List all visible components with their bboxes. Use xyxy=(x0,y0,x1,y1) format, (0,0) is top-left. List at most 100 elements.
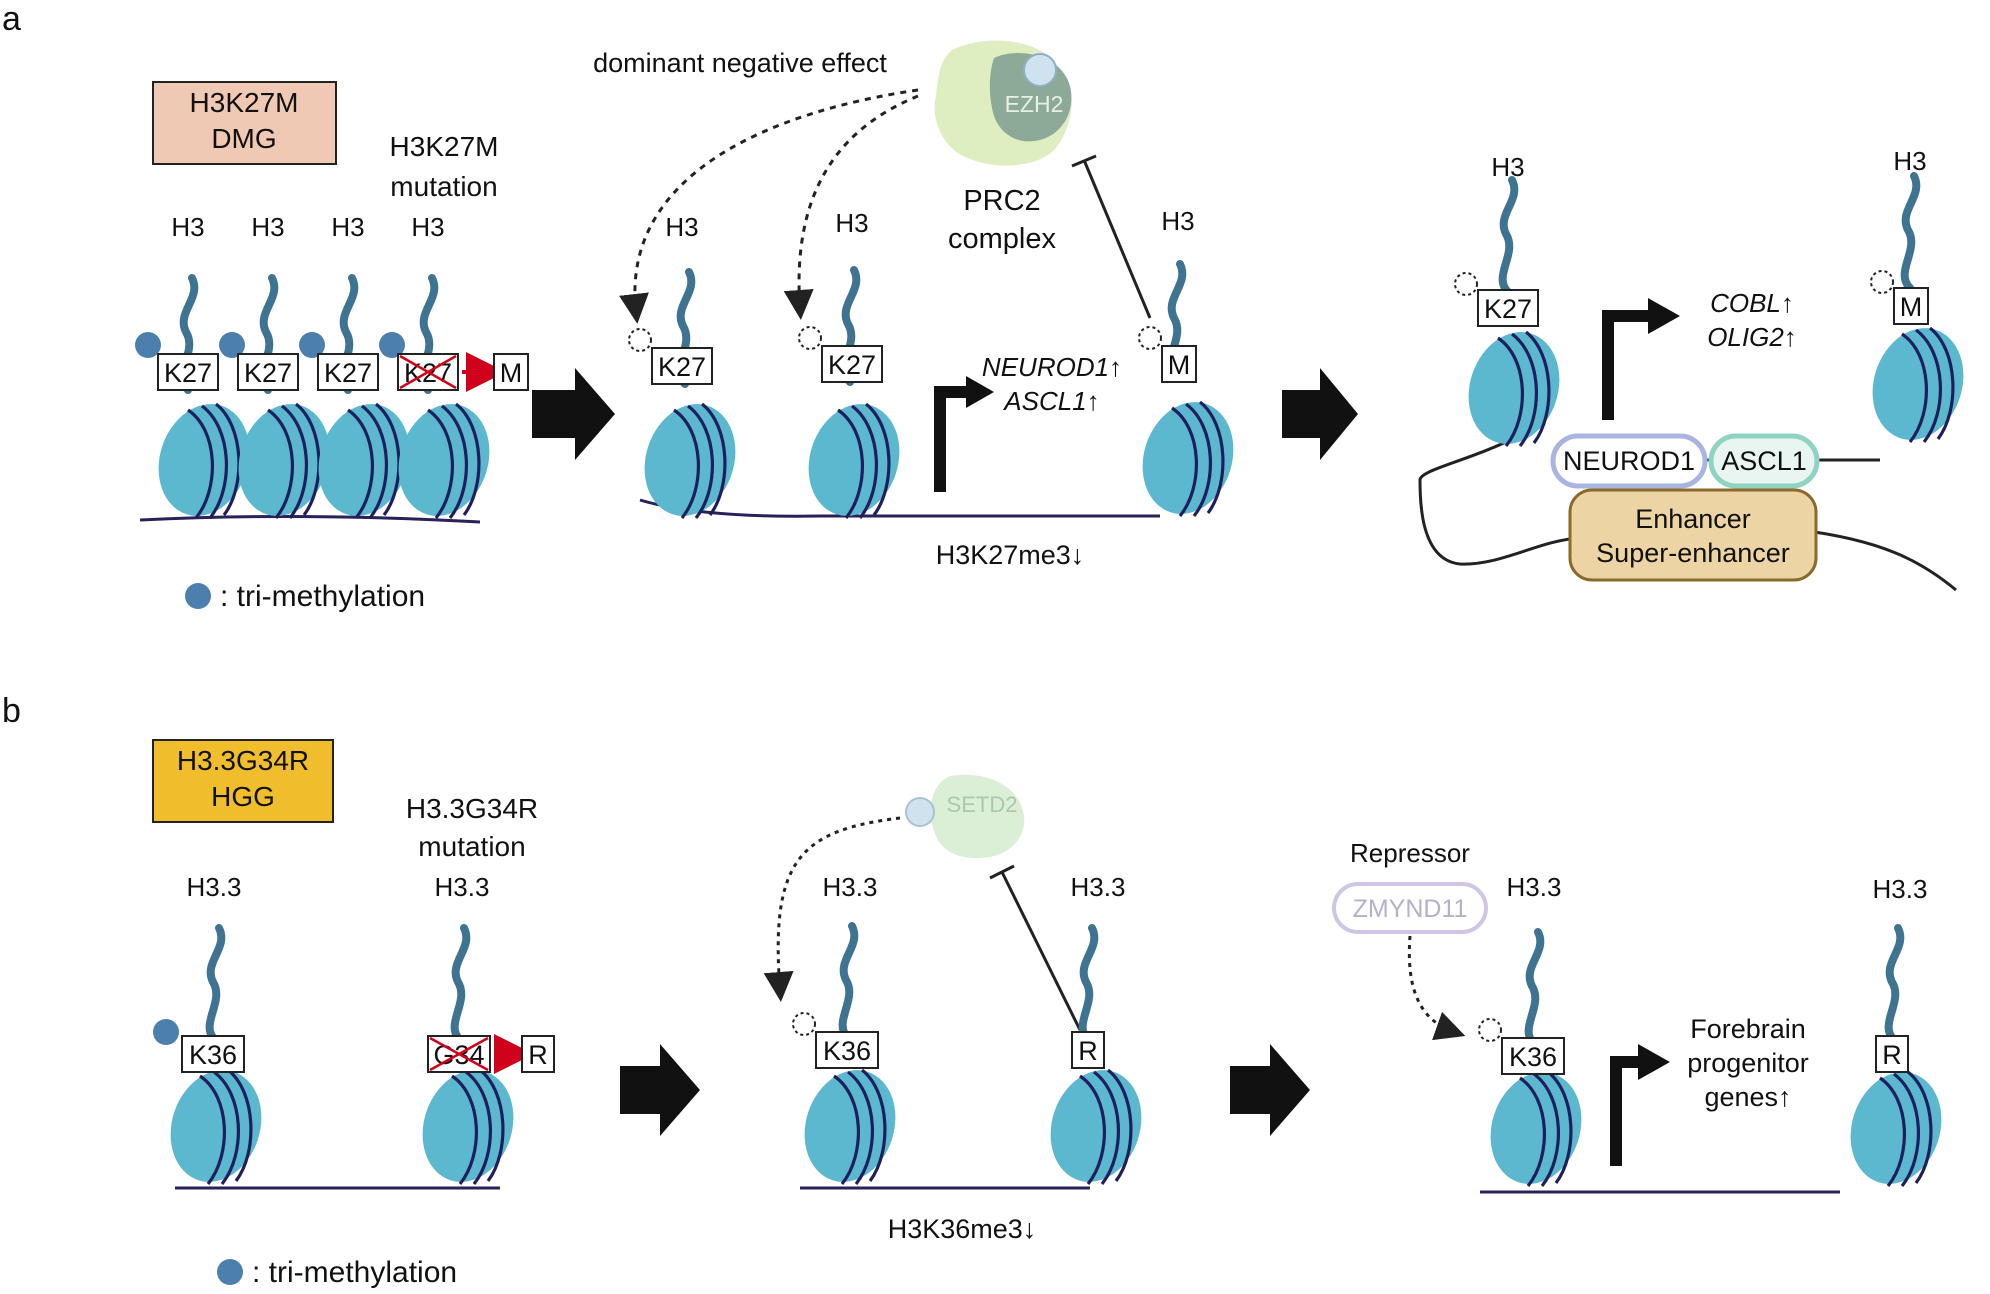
hgg-box-line2: HGG xyxy=(211,781,275,812)
dashed-arrow-b3 xyxy=(1407,935,1466,1041)
k27-a2-2: K27 xyxy=(828,350,876,380)
red-cross-b xyxy=(429,1036,489,1072)
h3-label-a2-3: H3 xyxy=(1161,206,1194,236)
inhibition-bar-b xyxy=(989,864,1015,880)
dna-a3-loop xyxy=(1418,438,1581,566)
h33-label-b3-2: H3.3 xyxy=(1873,874,1928,904)
zmynd11-pill xyxy=(1332,882,1488,934)
panel-a-label: a xyxy=(2,0,21,38)
h3-label-a1-2: H3 xyxy=(251,212,284,242)
empty-methyl-b3 xyxy=(1478,1018,1502,1042)
setd2-enzyme xyxy=(905,774,1025,859)
neurod1-pill xyxy=(1550,433,1708,489)
empty-methyl-a3-2 xyxy=(1870,270,1894,294)
g34r-mutation-line2: mutation xyxy=(418,831,525,862)
nucleosome-a2-3 xyxy=(1126,264,1250,528)
dmg-box xyxy=(152,81,337,165)
nucleosome-a2-2 xyxy=(792,270,916,530)
h3-label-a1-1: H3 xyxy=(171,212,204,242)
k36-b2: K36 xyxy=(823,1036,871,1066)
h3-label-a1-4: H3 xyxy=(411,212,444,242)
setd2-label: SETD2 xyxy=(947,792,1018,817)
k27-box-a1-3 xyxy=(317,353,379,391)
hgg-box-line1: H3.3G34R xyxy=(177,745,309,776)
h33-label-b3-1: H3.3 xyxy=(1507,872,1562,902)
empty-methyl-a2-2 xyxy=(798,326,822,350)
k27-box-a1-2 xyxy=(237,353,299,391)
methyl-dot-a1-2 xyxy=(219,332,245,358)
dmg-box-line1: H3K27M xyxy=(190,87,299,118)
block-arrow-a1 xyxy=(532,368,615,460)
r-b1: R xyxy=(528,1040,548,1070)
h3-label-a3-1: H3 xyxy=(1491,152,1524,182)
empty-methyl-a2-3 xyxy=(1138,326,1162,350)
legend-dot-b xyxy=(217,1259,243,1285)
h3-label-a2-1: H3 xyxy=(665,212,698,242)
k27-a1-2: K27 xyxy=(244,358,292,388)
zmynd11-label: ZMYND11 xyxy=(1353,895,1468,923)
k36-b3: K36 xyxy=(1509,1042,1557,1072)
neurod1-label: NEUROD1 xyxy=(1563,446,1695,476)
k27-a1-3: K27 xyxy=(324,358,372,388)
h3-label-a1-3: H3 xyxy=(331,212,364,242)
legend-text-a: : tri-methylation xyxy=(220,580,425,613)
dashed-arrow-b xyxy=(763,816,901,1002)
repressor-label: Repressor xyxy=(1350,838,1470,868)
dna-a1 xyxy=(139,514,481,524)
g34r-mutation-line1: H3.3G34R xyxy=(406,793,538,824)
dna-a2 xyxy=(639,498,1160,518)
h3k27m-mutation-line2: mutation xyxy=(390,171,497,202)
methyl-dot-b1 xyxy=(153,1019,179,1045)
legend-dot-a xyxy=(185,583,211,609)
m-a2: M xyxy=(1168,350,1191,380)
m-box-a3 xyxy=(1893,287,1929,325)
gene-a3-1: COBL↑ xyxy=(1710,288,1794,318)
h33-label-b1-1: H3.3 xyxy=(187,872,242,902)
transcription-arrowhead-a2 xyxy=(966,376,994,408)
prc2-line1: PRC2 xyxy=(963,185,1040,217)
transcription-arrow-a2 xyxy=(934,386,968,492)
h33-label-b2-2: H3.3 xyxy=(1071,872,1126,902)
r-b3: R xyxy=(1882,1040,1902,1070)
dmg-box-line2: DMG xyxy=(211,123,276,154)
enhancer-line2: Super-enhancer xyxy=(1596,538,1790,568)
k27-box-a2-2 xyxy=(821,345,883,383)
legend-text-b: : tri-methylation xyxy=(252,1256,457,1289)
k36-box-b2 xyxy=(815,1031,879,1069)
k27-a1-1: K27 xyxy=(164,358,212,388)
h3-label-a2-2: H3 xyxy=(835,208,868,238)
panel-b-label: b xyxy=(2,692,21,730)
m-a1: M xyxy=(500,358,523,388)
r-box-b1 xyxy=(521,1035,555,1073)
k36-b1: K36 xyxy=(189,1040,237,1070)
dominant-negative-label: dominant negative effect xyxy=(593,48,887,78)
h3k36me3-change: H3K36me3↓ xyxy=(888,1214,1037,1244)
ascl1-label: ASCL1 xyxy=(1721,446,1807,476)
enhancer-box xyxy=(1568,488,1818,582)
prc2-line2: complex xyxy=(948,223,1056,255)
methyl-dot-a1-1 xyxy=(135,332,161,358)
m-box-a1 xyxy=(493,353,529,391)
h3-label-a3-2: H3 xyxy=(1893,146,1926,176)
r-box-b2 xyxy=(1071,1031,1105,1069)
methyl-dot-a1-3 xyxy=(299,332,325,358)
h3k27m-mutation-line1: H3K27M xyxy=(390,131,499,162)
inhibition-line-b xyxy=(1000,871,1082,1031)
gene-a3-2: OLIG2↑ xyxy=(1707,322,1797,352)
nucleosome-a1-4 xyxy=(382,278,506,530)
transcription-arrow-a3 xyxy=(1602,310,1650,420)
inhibition-line-a xyxy=(1082,159,1152,319)
r-box-b3 xyxy=(1875,1035,1909,1073)
genes-line1: Forebrain xyxy=(1690,1014,1806,1044)
dashed-arrow-a2 xyxy=(783,94,919,320)
block-arrow-b1 xyxy=(620,1044,700,1136)
red-cross-a xyxy=(399,354,457,390)
nucleosome-a2-1 xyxy=(628,272,752,530)
h33-label-b2-1: H3.3 xyxy=(823,872,878,902)
inhibition-bar-a xyxy=(1071,154,1097,168)
k36-box-b3 xyxy=(1501,1037,1565,1075)
r-b2: R xyxy=(1078,1036,1098,1066)
ezh2-label: EZH2 xyxy=(1005,91,1064,117)
k27-a3: K27 xyxy=(1484,294,1532,324)
